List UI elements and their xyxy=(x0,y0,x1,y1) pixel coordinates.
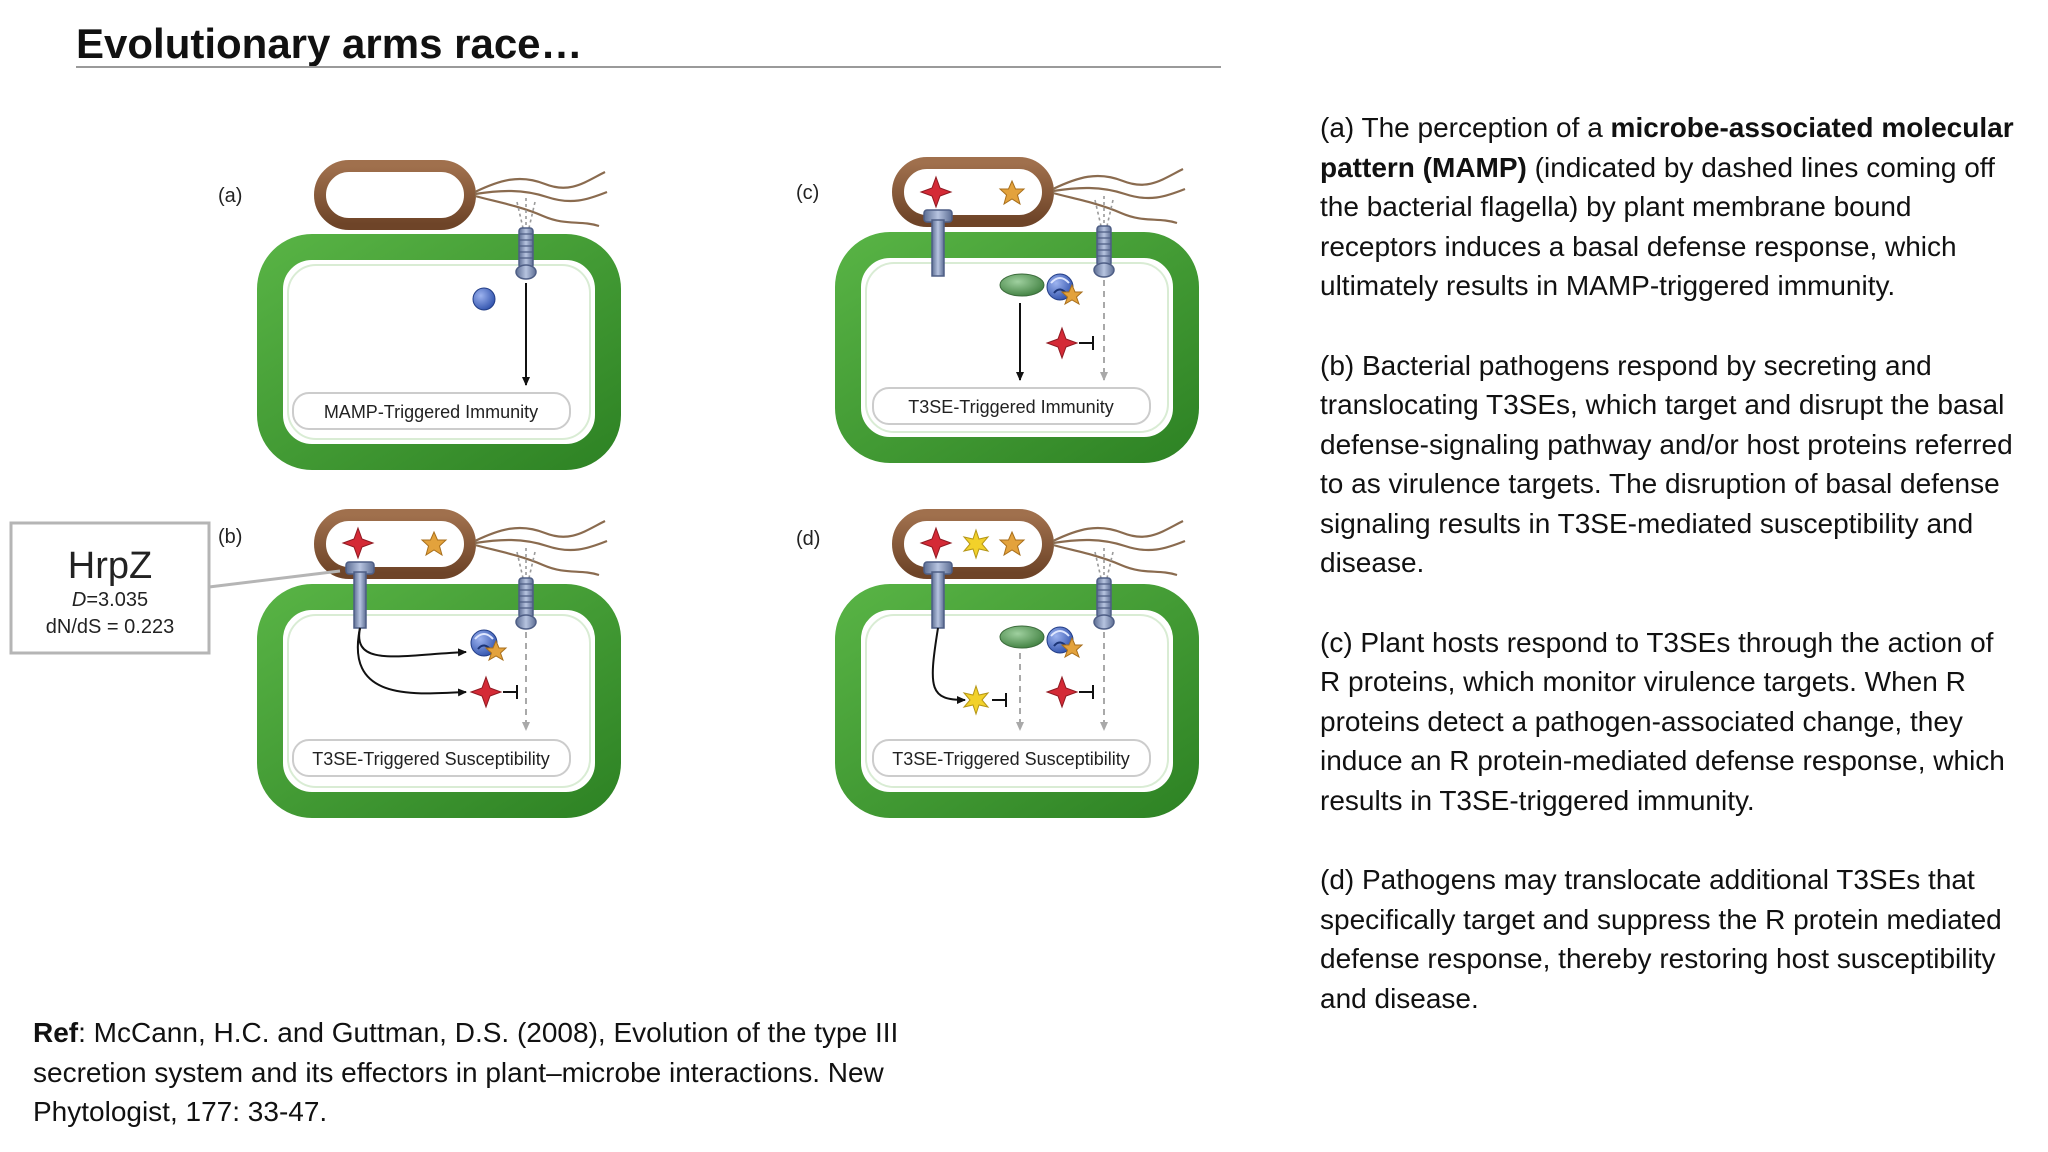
callout-box xyxy=(9,521,211,655)
inhibition-mark xyxy=(503,685,518,699)
panel-a: (a) MAMP-Triggered Immunity xyxy=(218,160,621,470)
reference: Ref: McCann, H.C. and Guttman, D.S. (200… xyxy=(33,1013,973,1132)
effector-arrow xyxy=(358,627,467,658)
panel-a-outcome: MAMP-Triggered Immunity xyxy=(324,402,538,422)
panel-b-letter: (b) xyxy=(218,526,242,548)
callout-pointer xyxy=(208,569,341,589)
flagella xyxy=(473,170,609,228)
description-b: (b) Bacterial pathogens respond by secre… xyxy=(1320,349,2013,579)
mamp-term: microbe-associated molecular pattern (MA… xyxy=(1320,112,2014,183)
panel-d-outcome: T3SE-Triggered Susceptibility xyxy=(892,749,1129,769)
hrpz-callout: HrpZ D=3.035 dN/dS = 0.223 xyxy=(9,521,341,655)
slide-title: Evolutionary arms race… xyxy=(76,20,583,67)
panel-c-letter: (c) xyxy=(796,182,819,204)
panel-d-letter: (d) xyxy=(796,528,820,550)
title-underline xyxy=(76,66,1221,68)
mamp-receptor xyxy=(515,547,537,630)
description-a: (a) The perception of a microbe-associat… xyxy=(1320,112,2014,301)
reference-label: Ref xyxy=(33,1017,79,1048)
bacterium xyxy=(314,509,476,579)
panel-c: (c) T3SE-Triggered Immunity xyxy=(796,157,1199,463)
plant-cell-wall xyxy=(257,584,621,818)
inhibition-mark xyxy=(1079,685,1094,699)
description-c: (c) Plant hosts respond to T3SEs through… xyxy=(1320,626,2005,816)
flagella xyxy=(1051,167,1187,225)
mamp-receptor xyxy=(1093,547,1115,630)
plant-cell-wall xyxy=(257,234,621,470)
mamp-receptor xyxy=(515,197,537,280)
panel-c-outcome: T3SE-Triggered Immunity xyxy=(908,397,1113,417)
flagella xyxy=(1051,519,1187,577)
panel-a-letter: (a) xyxy=(218,185,242,207)
flagella xyxy=(473,519,609,577)
plant-cell-wall xyxy=(835,232,1199,463)
inhibition-mark xyxy=(1079,336,1094,350)
signal-molecule xyxy=(472,287,496,311)
outcome-pill xyxy=(872,739,1151,777)
panel-b: (b) T3SE-Triggered Susceptibility xyxy=(218,509,621,818)
bacterium xyxy=(314,160,476,230)
effector-arrow xyxy=(356,627,467,697)
outcome-pill xyxy=(872,387,1151,425)
callout-title: HrpZ xyxy=(68,545,152,587)
outcome-pill xyxy=(292,739,571,777)
outcome-pill xyxy=(292,392,571,430)
callout-dnds: dN/dS = 0.223 xyxy=(46,616,174,638)
inhibition-mark xyxy=(992,693,1007,707)
effector-arrow xyxy=(931,627,966,704)
description-panel: (a) The perception of a microbe-associat… xyxy=(1320,108,2020,1058)
r-protein xyxy=(999,273,1045,297)
plant-cell-wall xyxy=(835,584,1199,818)
description-d: (d) Pathogens may translocate additional… xyxy=(1320,864,2002,1014)
mamp-receptor xyxy=(1093,195,1115,278)
callout-diversity: D=3.035 xyxy=(72,589,148,611)
r-protein xyxy=(999,625,1045,649)
panel-d: (d) T3SE-Triggered Susceptibility xyxy=(796,509,1199,818)
panel-b-outcome: T3SE-Triggered Susceptibility xyxy=(312,749,549,769)
reference-text: : McCann, H.C. and Guttman, D.S. (2008),… xyxy=(33,1017,899,1127)
